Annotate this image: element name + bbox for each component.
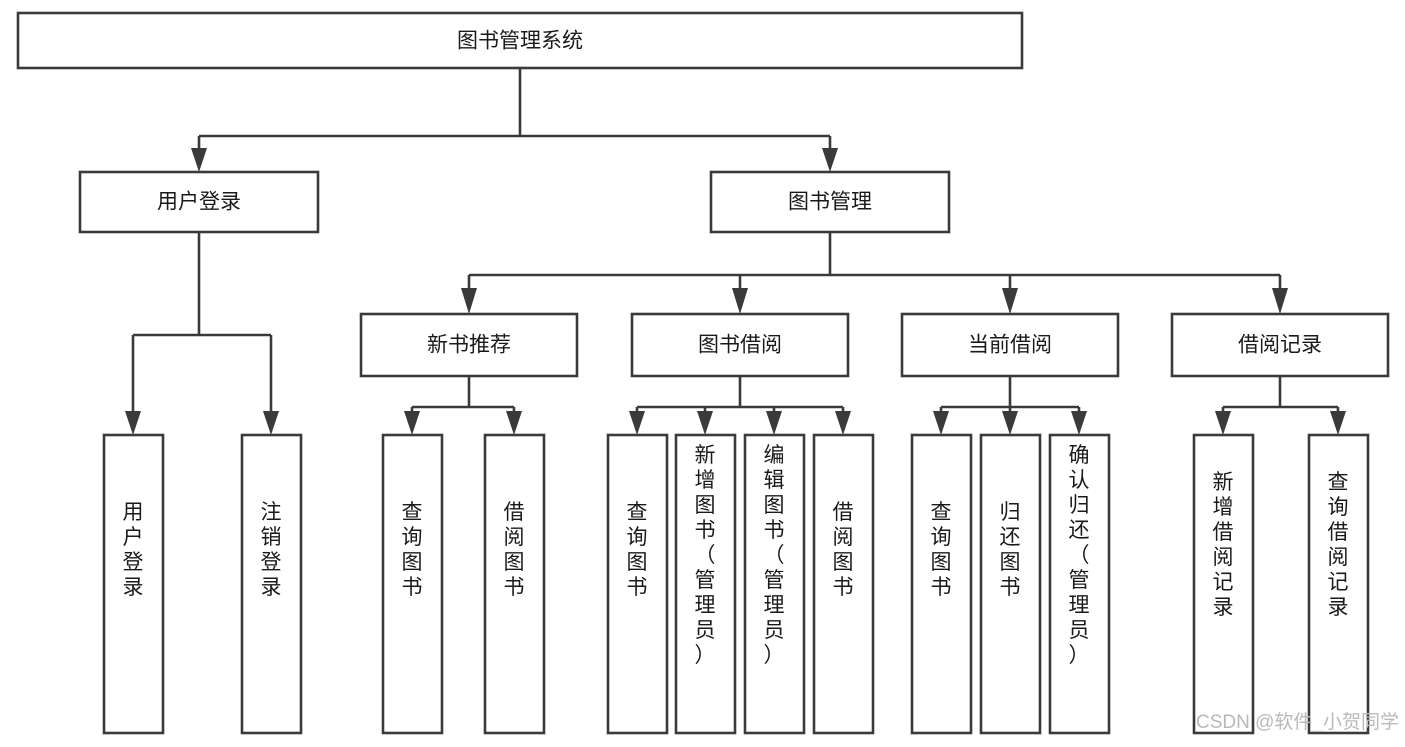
arrow-to-leaf-query-book-b: [629, 411, 645, 435]
arrow-to-leaf-add-record: [1215, 411, 1231, 435]
node-new-book-recommend[interactable]: 新书推荐: [359, 312, 579, 378]
leaf-node-query-borrow-record[interactable]: 查询借阅记录: [1307, 433, 1370, 735]
leaf-add-record-box[interactable]: [1192, 433, 1255, 735]
leaf-add-record-label: 新增借阅记录: [1213, 471, 1234, 619]
node-root-label: 图书管理系统: [457, 30, 583, 53]
leaf-user-login-label: 用户登录: [123, 501, 144, 599]
csdn-watermark: CSDN @软件_小贺同学: [1196, 711, 1399, 733]
leaf-logout-label: 注销登录: [261, 501, 282, 599]
edge-root-bus: [197, 68, 832, 160]
leaf-node-borrow-book-borrow[interactable]: 借阅图书: [812, 433, 875, 735]
edge-new-book-recommend-bus: [410, 376, 516, 423]
node-user-login[interactable]: 用户登录: [78, 170, 320, 234]
node-borrow-record[interactable]: 借阅记录: [1170, 312, 1390, 378]
node-borrow-record-box[interactable]: [1170, 312, 1390, 378]
leaf-node-query-book-recommend[interactable]: 查询图书: [381, 433, 444, 735]
leaf-node-query-book-current[interactable]: 查询图书: [910, 433, 973, 735]
leaf-borrow-book-a-label: 借阅图书: [504, 501, 525, 599]
leaf-node-edit-book[interactable]: 编辑图书（管理员）: [743, 433, 806, 735]
leaf-query-book-c-box[interactable]: [910, 433, 973, 735]
arrow-to-leaf-confirm-return: [1071, 411, 1087, 435]
node-user-login-label: 用户登录: [157, 191, 241, 214]
leaf-query-book-b-box[interactable]: [606, 433, 669, 735]
node-current-borrow-box[interactable]: [900, 312, 1120, 378]
arrow-to-leaf-add-book: [697, 411, 713, 435]
node-user-login-box[interactable]: [78, 170, 320, 234]
leaf-query-book-c-label: 查询图书: [931, 501, 952, 599]
leaf-node-add-borrow-record[interactable]: 新增借阅记录: [1192, 433, 1255, 735]
arrow-to-leaf-query-record: [1330, 411, 1346, 435]
leaf-return-book-label: 归还图书: [1000, 501, 1021, 599]
leaf-node-query-book-borrow[interactable]: 查询图书: [606, 433, 669, 735]
arrow-to-borrow-record: [1272, 288, 1288, 314]
leaf-node-return-book[interactable]: 归还图书: [979, 433, 1042, 735]
leaf-node-confirm-return[interactable]: 确认归还（管理员）: [1048, 433, 1111, 735]
edge-borrow-record-bus: [1221, 376, 1340, 423]
leaf-node-user-login[interactable]: 用户登录: [102, 433, 165, 735]
arrow-to-leaf-logout: [263, 411, 279, 435]
leaf-return-book-box[interactable]: [979, 433, 1042, 735]
leaf-confirm-return-box[interactable]: [1048, 433, 1111, 735]
arrow-to-user-login: [191, 148, 207, 172]
edge-user-login-bus: [131, 232, 273, 423]
node-borrow-record-label: 借阅记录: [1238, 334, 1322, 357]
node-book-borrow-label: 图书借阅: [698, 334, 782, 357]
leaf-user-login-box[interactable]: [102, 433, 165, 735]
node-current-borrow[interactable]: 当前借阅: [900, 312, 1120, 378]
arrow-to-leaf-query-book-a: [404, 411, 420, 435]
node-book-management-label: 图书管理: [788, 191, 872, 214]
node-book-management-box[interactable]: [709, 170, 951, 234]
leaf-node-add-book[interactable]: 新增图书（管理员）: [674, 433, 737, 735]
leaf-logout-box[interactable]: [240, 433, 303, 735]
leaf-node-logout[interactable]: 注销登录: [240, 433, 303, 735]
leaf-add-book-label: 新增图书（管理员）: [695, 444, 716, 667]
node-book-borrow-box[interactable]: [630, 312, 850, 378]
node-root-box[interactable]: [16, 11, 1024, 70]
arrow-to-book-management: [822, 148, 838, 172]
leaf-query-book-a-box[interactable]: [381, 433, 444, 735]
arrow-to-current-borrow: [1002, 288, 1018, 314]
leaf-query-book-a-label: 查询图书: [402, 501, 423, 599]
node-new-book-recommend-label: 新书推荐: [427, 334, 511, 357]
arrow-to-leaf-edit-book: [766, 411, 782, 435]
leaf-edit-book-box[interactable]: [743, 433, 806, 735]
arrow-to-leaf-borrow-book-b: [835, 411, 851, 435]
node-book-borrow[interactable]: 图书借阅: [630, 312, 850, 378]
node-current-borrow-label: 当前借阅: [968, 334, 1052, 357]
arrow-to-new-book-recommend: [461, 288, 477, 314]
arrow-to-leaf-user-login: [125, 411, 141, 435]
leaf-query-record-label: 查询借阅记录: [1328, 471, 1349, 619]
leaf-add-book-box[interactable]: [674, 433, 737, 735]
leaf-query-book-b-label: 查询图书: [627, 501, 648, 599]
node-new-book-recommend-box[interactable]: [359, 312, 579, 378]
connectors-layer: [125, 68, 1346, 435]
leaf-node-borrow-book-recommend[interactable]: 借阅图书: [483, 433, 546, 735]
arrow-to-leaf-borrow-book-a: [506, 411, 522, 435]
node-book-management[interactable]: 图书管理: [709, 170, 951, 234]
leaf-edit-book-label: 编辑图书（管理员）: [764, 444, 785, 667]
edge-book-borrow-bus: [635, 376, 845, 423]
leaf-borrow-book-b-label: 借阅图书: [833, 501, 854, 599]
leaf-borrow-book-b-box[interactable]: [812, 433, 875, 735]
edge-book-management-bus: [467, 232, 1282, 300]
leaf-borrow-book-a-box[interactable]: [483, 433, 546, 735]
leaf-confirm-return-label: 确认归还（管理员）: [1069, 444, 1090, 667]
arrow-to-leaf-query-book-c: [933, 411, 949, 435]
arrow-to-leaf-return-book: [1002, 411, 1018, 435]
leaf-query-record-box[interactable]: [1307, 433, 1370, 735]
node-root-system[interactable]: 图书管理系统: [16, 11, 1024, 70]
arrow-to-book-borrow: [732, 288, 748, 314]
